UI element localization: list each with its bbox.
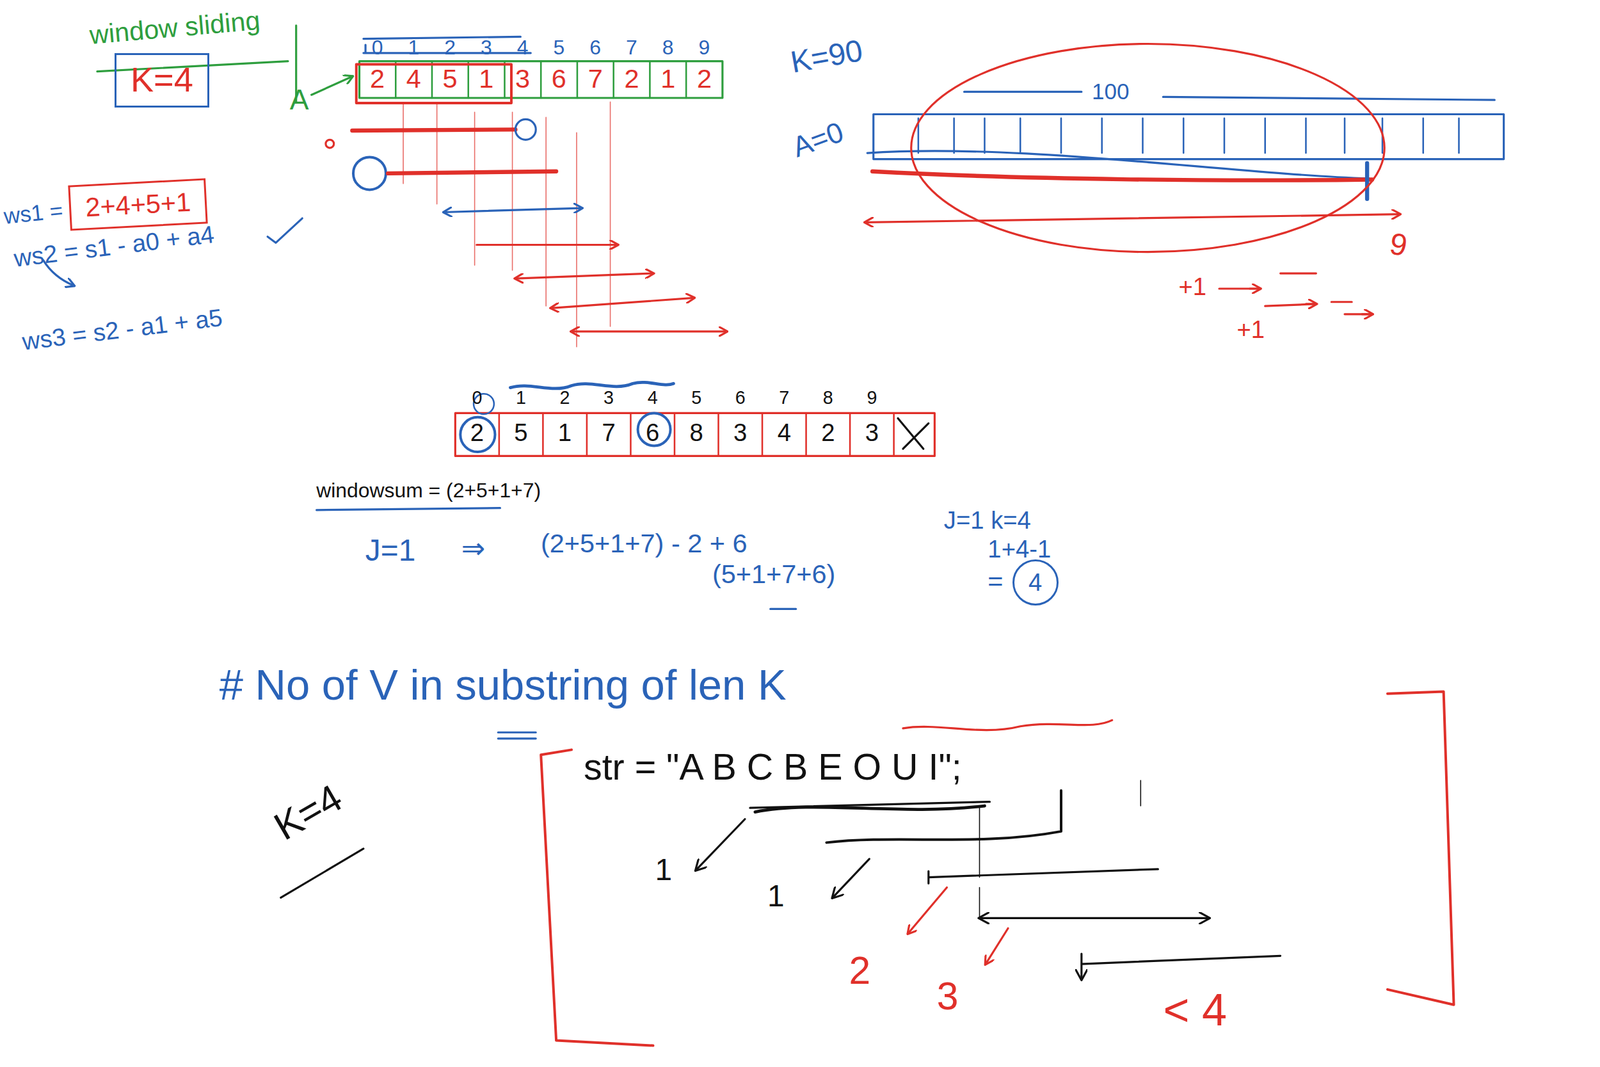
count-number: 3: [936, 974, 959, 1018]
index-number: 8: [823, 387, 834, 409]
count-number: 1: [767, 879, 785, 914]
array-cell: 2: [624, 64, 639, 94]
heading-note: window sliding: [88, 5, 262, 50]
index-number: 9: [1386, 226, 1410, 263]
formula-note: ws2 = s1 - a0 + a4: [12, 220, 216, 272]
formula-note: J=1: [365, 533, 416, 568]
array-cell: 3: [515, 64, 530, 94]
index-number: 3: [603, 387, 614, 409]
node-text: 2+4+5+1: [85, 186, 192, 222]
code-line: str = "A B C B E O U I";: [583, 746, 962, 788]
array-cell: 2: [470, 419, 484, 447]
array-name: A=0: [788, 115, 848, 164]
array-cell: 2: [696, 64, 712, 94]
formula-note: (5+1+7+6): [712, 559, 836, 589]
index-number: 7: [778, 387, 790, 409]
index-number: 0: [371, 36, 384, 59]
section-heading: # No of V in substring of len K: [219, 661, 787, 709]
array-cell: 2: [369, 64, 385, 94]
index-number: 5: [553, 36, 566, 59]
formula-note: windowsum = (2+5+1+7): [316, 479, 541, 502]
parameter-note: K=90: [787, 33, 865, 80]
result-circle: 4: [1012, 559, 1059, 606]
array-cell: 4: [406, 64, 422, 94]
node-text: 4: [1028, 568, 1042, 596]
formula-note: ws3 = s2 - a1 + a5: [20, 304, 224, 356]
array-cell: 1: [478, 64, 494, 94]
formula-note: ⇒: [461, 532, 486, 564]
index-number: 2: [444, 36, 456, 59]
index-number: 6: [589, 36, 601, 59]
index-number: 4: [647, 387, 658, 409]
index-number: 0: [471, 387, 482, 409]
sum-box: 2+4+5+1: [68, 177, 209, 231]
index-number: 5: [691, 387, 702, 409]
array-cell: 8: [689, 419, 704, 447]
index-number: 7: [625, 36, 638, 59]
formula-note: J=1 k=4: [944, 506, 1032, 534]
index-number: 1: [515, 387, 527, 409]
formula-note: 1+4-1: [987, 535, 1051, 563]
node-text: K=4: [130, 60, 194, 100]
array-cell: 4: [777, 419, 792, 447]
index-number: 2: [560, 387, 571, 409]
array-cell: 7: [601, 419, 616, 447]
array-cell: 5: [513, 419, 528, 447]
index-number: 8: [662, 36, 674, 59]
size-note: 100: [1091, 79, 1130, 105]
array-cell: 5: [442, 64, 458, 94]
array-name: A: [289, 83, 310, 116]
formula-note: (2+5+1+7) - 2 + 6: [540, 528, 748, 559]
parameter-box: K=4: [114, 53, 210, 108]
count-number: 1: [655, 853, 673, 888]
step-note: +1: [1236, 316, 1265, 344]
array-cell: 6: [645, 419, 660, 447]
index-number: 6: [735, 387, 746, 409]
array-cell: 1: [660, 64, 676, 94]
parameter-note: K=4: [266, 775, 349, 848]
array-cell: 7: [588, 64, 603, 94]
formula-note: ws1 =: [2, 197, 64, 229]
array-cell: 6: [551, 64, 567, 94]
array-cell: 2: [821, 419, 835, 447]
formula-note: =: [987, 566, 1003, 596]
index-number: 4: [517, 36, 529, 59]
count-number: < 4: [1163, 984, 1227, 1035]
index-number: 9: [866, 387, 877, 409]
index-number: 1: [407, 36, 420, 59]
index-number: 3: [480, 36, 493, 59]
array-cell: 1: [558, 419, 572, 447]
array-cell: 3: [865, 419, 879, 447]
step-note: +1: [1178, 273, 1208, 301]
count-number: 2: [849, 949, 872, 992]
array-cell: 3: [733, 419, 747, 447]
index-number: 9: [698, 36, 711, 59]
